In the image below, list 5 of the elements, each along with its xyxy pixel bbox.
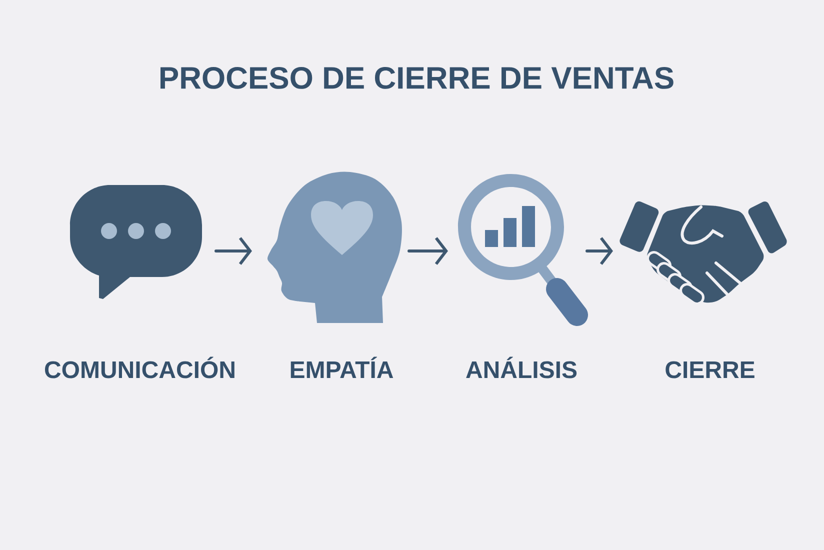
step-label: ANÁLISIS [466,356,577,378]
step-label: CIERRE [666,361,754,378]
step-label: EMPATÍA [290,356,394,378]
step-label: COMUNICACIÓN [44,356,234,378]
title: PROCESO DE CIERRE DE VENTAS [160,66,674,89]
